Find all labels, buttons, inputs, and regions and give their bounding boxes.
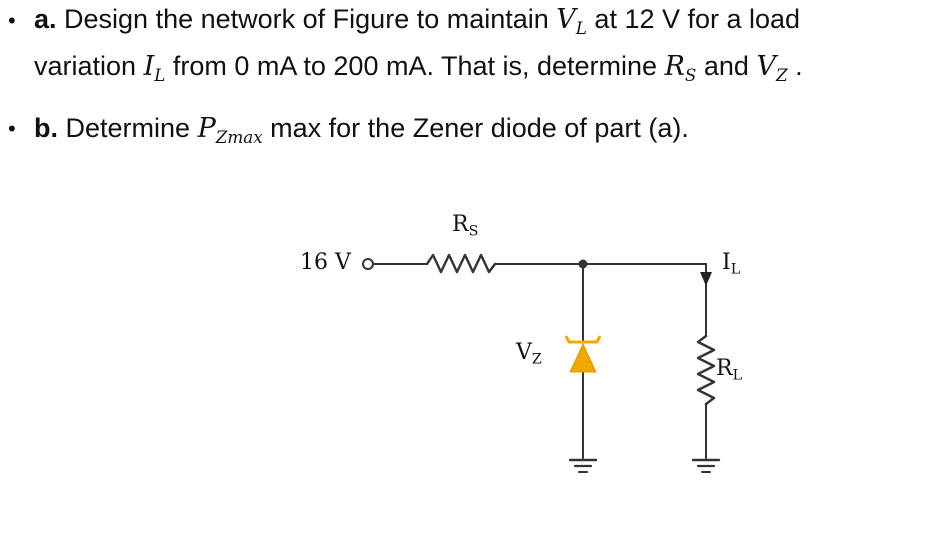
il-arrow	[700, 272, 712, 286]
part-a-end: .	[787, 51, 803, 81]
rl-resistor	[696, 334, 716, 406]
part-a-text-1: Design the network of Figure to maintain	[56, 4, 557, 34]
vz-symbol: VZ	[756, 51, 788, 85]
part-b-label: b.	[34, 113, 58, 143]
zener-cathode-bar	[564, 335, 602, 344]
rs-resistor	[425, 253, 497, 274]
source-terminal	[362, 258, 374, 270]
part-a-line-1: a. Design the network of Figure to maint…	[34, 6, 800, 37]
il-label: IL	[722, 250, 741, 278]
zener-diode	[564, 335, 602, 373]
source-label: 16 V	[300, 250, 351, 275]
rs-label: RS	[452, 212, 479, 240]
part-b-bullet: •	[8, 116, 16, 141]
il-arrow-head	[700, 272, 712, 286]
rl-label: RL	[716, 356, 743, 384]
part-a-text-4: from 0 mA to 200 mA. That is, determine	[165, 51, 665, 81]
vl-symbol: VL	[556, 4, 587, 38]
part-b-text-2: max for the Zener diode of part (a).	[262, 113, 689, 143]
pz-symbol: PZmax	[197, 113, 263, 147]
zener-triangle	[569, 342, 597, 373]
part-a-text-3: variation	[34, 51, 144, 81]
il-symbol: IL	[143, 51, 166, 85]
part-a-bullet: •	[8, 8, 16, 33]
part-a-line-2: variation IL from 0 mA to 200 mA. That i…	[34, 53, 803, 84]
part-b-text-1: Determine	[58, 113, 198, 143]
part-a-label: a.	[34, 4, 57, 34]
part-a-text-5: and	[696, 51, 757, 81]
rs-symbol: RS	[664, 51, 697, 85]
part-b-line: b. Determine PZmax max for the Zener dio…	[34, 115, 689, 146]
vz-label: VZ	[516, 340, 542, 368]
part-a-text-2: at 12 V for a load	[586, 4, 801, 34]
